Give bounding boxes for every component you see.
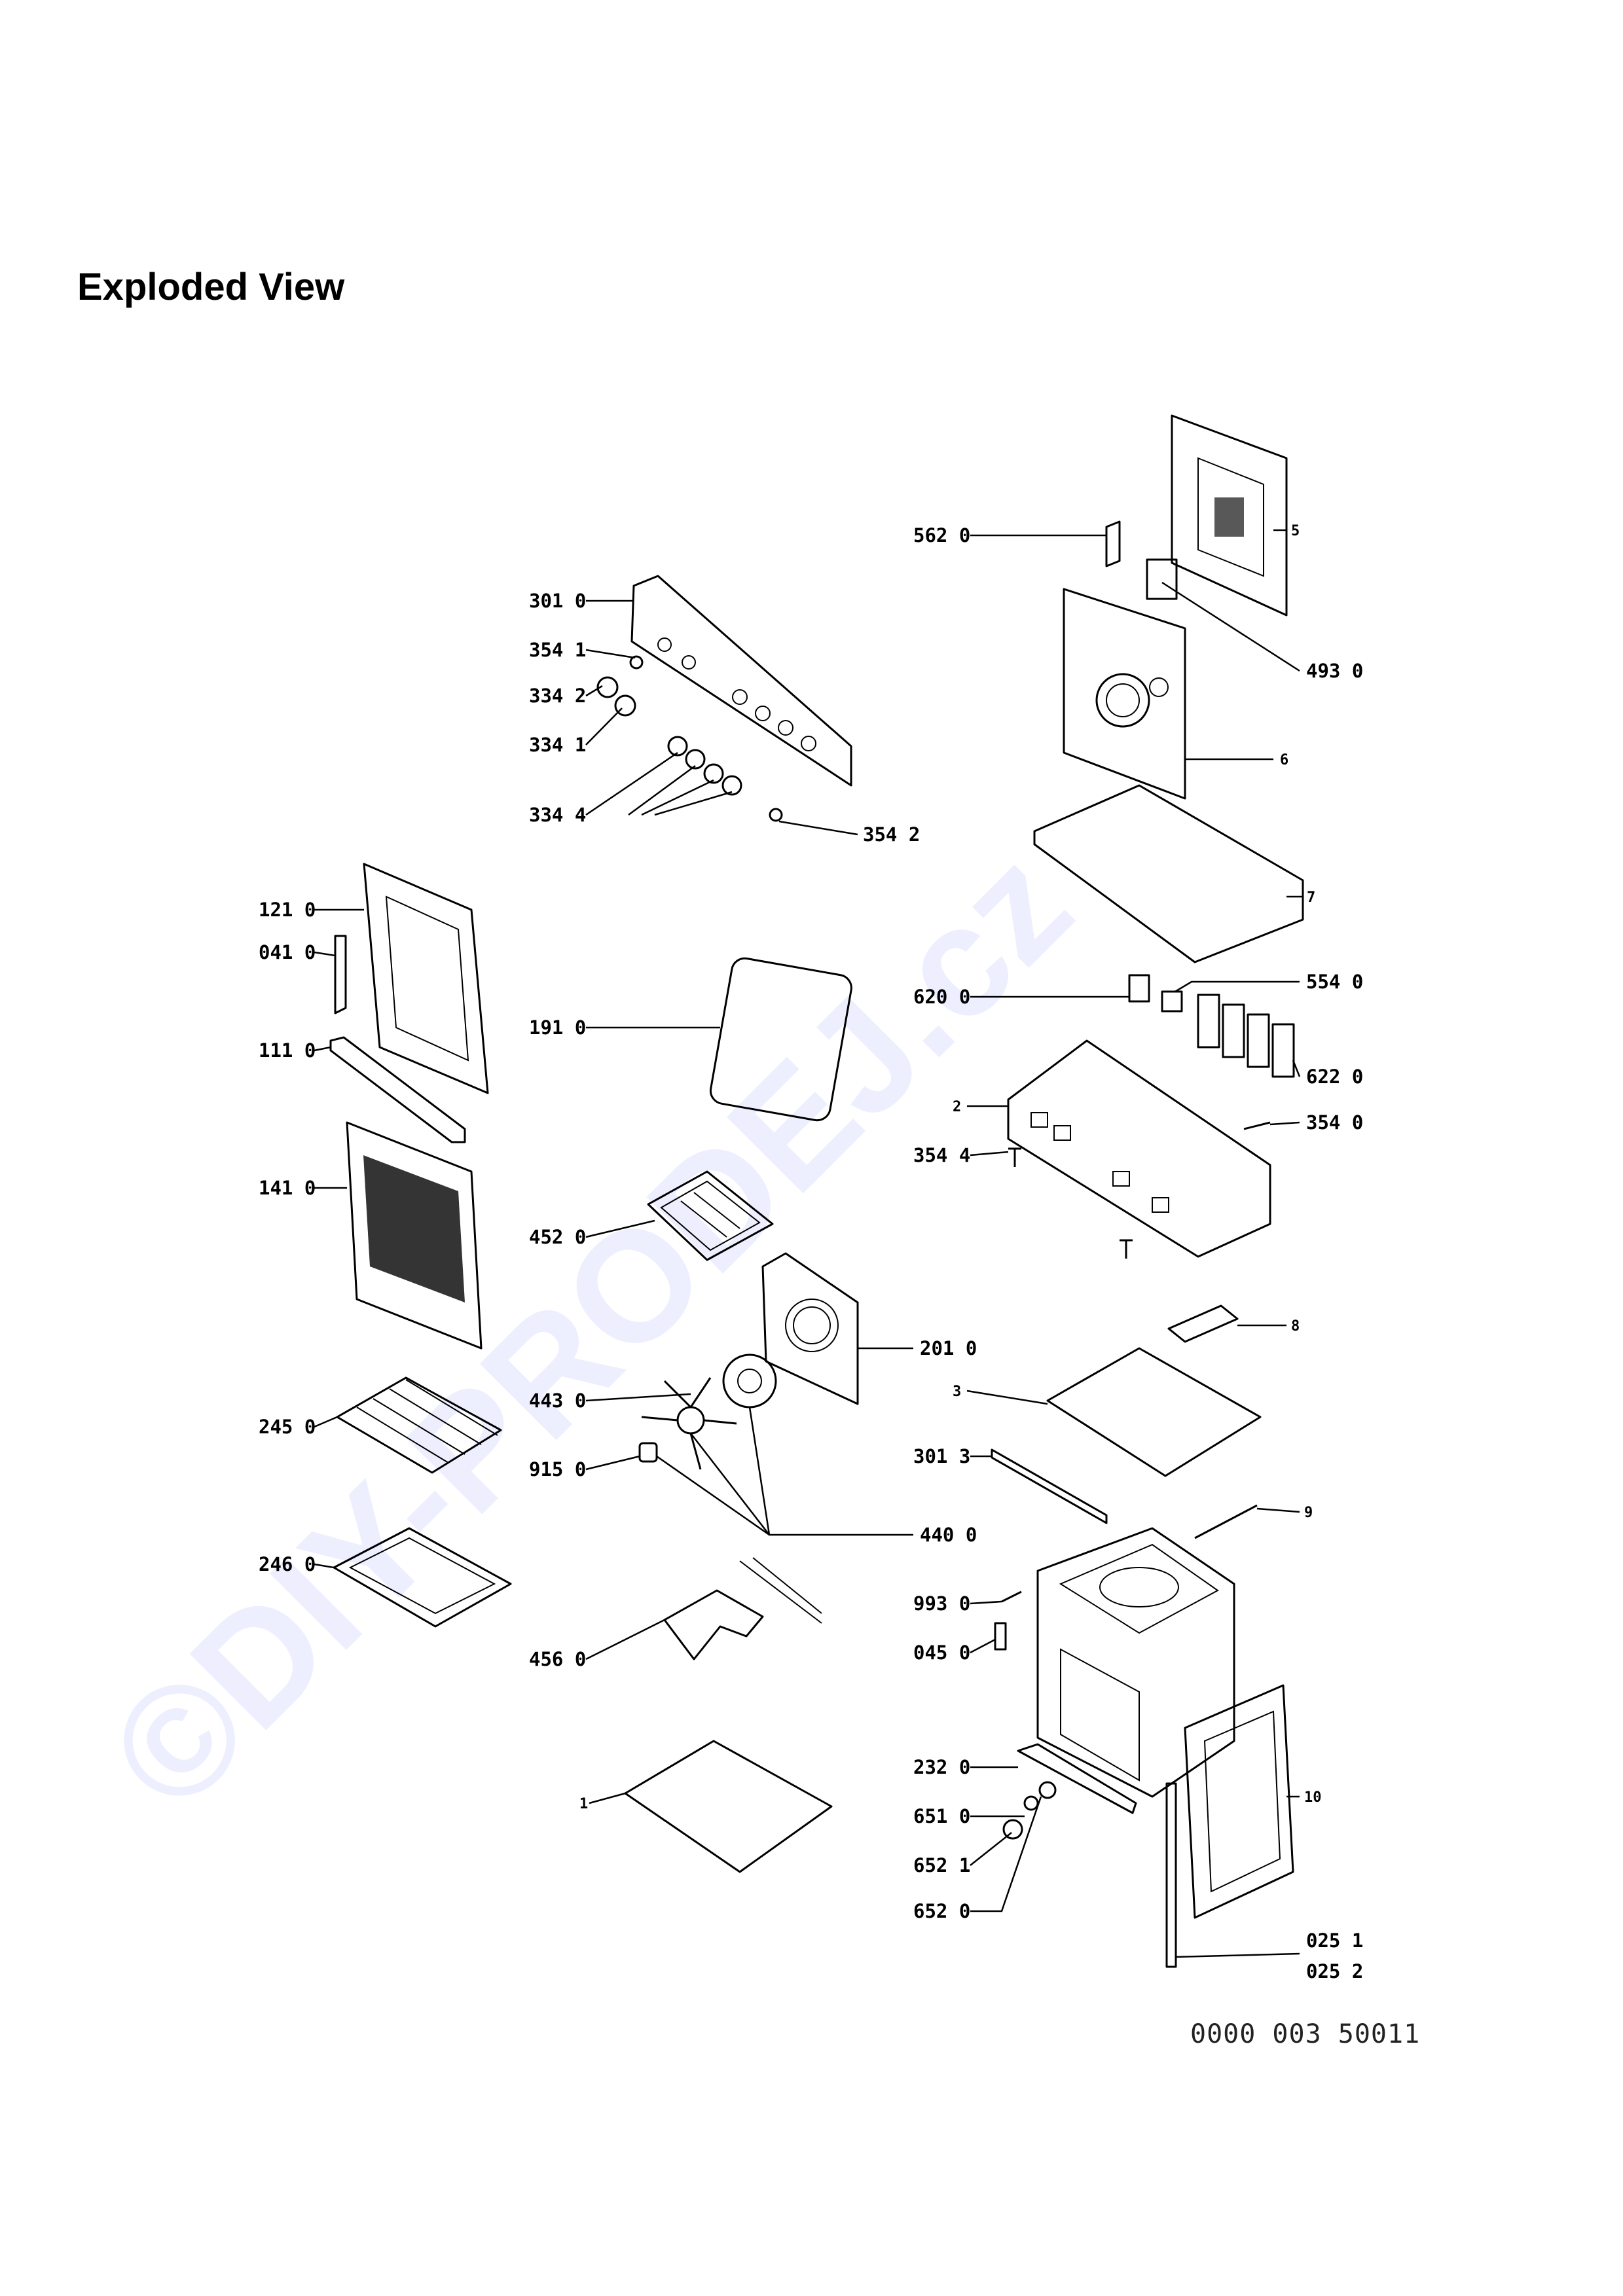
label-1: 1	[579, 1796, 588, 1812]
label-620-0: 620 0	[913, 986, 970, 1008]
handle-part	[329, 1036, 466, 1143]
label-334-2: 334 2	[529, 685, 586, 707]
wire-rack-part	[336, 1376, 502, 1474]
label-7: 7	[1307, 889, 1315, 906]
shelf-part	[1046, 1347, 1262, 1477]
label-3: 3	[953, 1384, 961, 1400]
label-025-2: 025 2	[1306, 1960, 1363, 1982]
pin-part	[1243, 1121, 1271, 1130]
label-232-0: 232 0	[913, 1756, 970, 1778]
thermostat-part	[1146, 558, 1178, 600]
fan-cover-part	[761, 1252, 859, 1405]
knob-652-part	[1002, 1819, 1023, 1840]
back-wall-part	[1063, 588, 1186, 800]
control-panel-part	[630, 575, 852, 787]
control-housing-part	[1007, 1039, 1271, 1258]
door-frame-part	[1184, 1684, 1294, 1919]
screw-part-3	[1001, 1590, 1022, 1603]
rail-part	[991, 1448, 1108, 1524]
label-9: 9	[1304, 1505, 1313, 1521]
watermark: ©DIY-PRODEJ.cz	[77, 816, 1104, 1843]
label-334-4: 334 4	[529, 804, 586, 826]
label-915-0: 915 0	[529, 1458, 586, 1480]
label-10: 10	[1304, 1789, 1322, 1806]
label-025-1: 025 1	[1306, 1929, 1363, 1952]
gasket-part	[709, 957, 852, 1122]
page-title: Exploded View	[77, 266, 345, 308]
label-440-0: 440 0	[920, 1524, 977, 1546]
label-354-1: 354 1	[529, 639, 586, 661]
label-354-0: 354 0	[1306, 1111, 1363, 1134]
label-5: 5	[1291, 523, 1300, 539]
label-191-0: 191 0	[529, 1016, 586, 1039]
inner-door-part	[363, 863, 489, 1094]
label-301-0: 301 0	[529, 590, 586, 612]
label-8: 8	[1291, 1318, 1300, 1335]
switch-parts	[1128, 974, 1295, 1078]
label-651-0: 651 0	[913, 1805, 970, 1827]
label-121-0: 121 0	[259, 899, 316, 921]
label-041-0: 041 0	[259, 941, 316, 963]
small-knob-part	[1023, 1795, 1039, 1811]
label-354-2: 354 2	[863, 823, 920, 846]
label-554-0: 554 0	[1306, 971, 1363, 993]
grill-element-part	[647, 1170, 774, 1261]
label-246-0: 246 0	[259, 1553, 316, 1575]
label-452-0: 452 0	[529, 1226, 586, 1248]
label-141-0: 141 0	[259, 1177, 316, 1199]
heating-element-part	[663, 1557, 822, 1660]
label-301-3: 301 3	[913, 1445, 970, 1467]
label-622-0: 622 0	[1306, 1066, 1363, 1088]
hinge-part	[334, 935, 347, 1014]
outer-glass-part	[346, 1121, 483, 1350]
label-456-0: 456 0	[529, 1648, 586, 1670]
label-493-0: 493 0	[1306, 660, 1363, 682]
label-201-0: 201 0	[920, 1337, 977, 1359]
knob-parts	[596, 655, 783, 822]
drawing-code: 0000 003 50011	[1190, 2019, 1421, 2049]
label-334-1: 334 1	[529, 734, 586, 756]
label-6: 6	[1280, 752, 1288, 768]
top-cover-part	[1033, 784, 1304, 963]
oven-cavity-part	[1036, 1527, 1235, 1798]
rod-part	[1194, 1504, 1258, 1539]
bottom-trim-part	[1017, 1743, 1137, 1814]
leader-lines	[314, 529, 1303, 1958]
label-045-0: 045 0	[913, 1641, 970, 1664]
label-652-0: 652 0	[913, 1900, 970, 1922]
label-2: 2	[953, 1099, 961, 1115]
label-111-0: 111 0	[259, 1039, 316, 1062]
label-562-0: 562 0	[913, 524, 970, 547]
label-245-0: 245 0	[259, 1416, 316, 1438]
label-443-0: 443 0	[529, 1390, 586, 1412]
baking-tray-part	[333, 1527, 512, 1628]
bottom-plate-part	[624, 1740, 833, 1873]
label-652-1: 652 1	[913, 1854, 970, 1876]
screw-part-2	[1120, 1239, 1133, 1259]
bushing-part	[638, 1442, 658, 1463]
rear-panel-part	[1171, 414, 1288, 617]
door-hinge-part	[1165, 1782, 1177, 1968]
screw-part	[1008, 1147, 1021, 1167]
side-panel-part	[1167, 1304, 1239, 1343]
label-993-0: 993 0	[913, 1592, 970, 1615]
bracket-part	[1105, 520, 1121, 567]
fan-motor-part	[722, 1354, 777, 1408]
label-354-4: 354 4	[913, 1144, 970, 1166]
knob-652-part-2	[1038, 1781, 1057, 1799]
clip-part	[994, 1622, 1007, 1651]
